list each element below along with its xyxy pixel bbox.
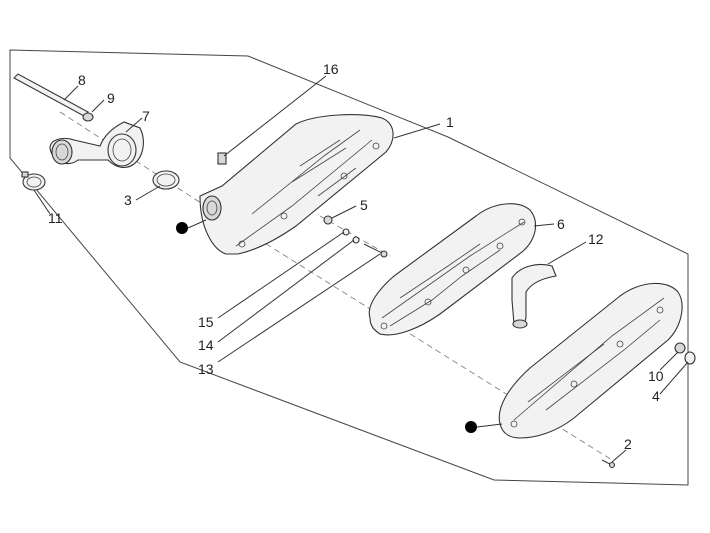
callout-8: 8 xyxy=(78,72,86,88)
housing-fasteners xyxy=(323,215,360,244)
cover-screw xyxy=(601,459,616,469)
marker-leader-cover xyxy=(476,423,503,428)
duct-clamp xyxy=(152,170,180,190)
drain-cap xyxy=(684,351,696,365)
callout-1: 1 xyxy=(446,114,454,130)
leader-4 xyxy=(659,361,689,395)
callout-3: 3 xyxy=(124,192,132,208)
leader-15 xyxy=(217,231,345,319)
assembly-axis-intake xyxy=(59,111,216,213)
leader-1 xyxy=(393,123,441,139)
callout-4: 4 xyxy=(652,388,660,404)
air-box-cover xyxy=(498,282,683,439)
leader-16 xyxy=(223,75,327,157)
intake-elbow-duct xyxy=(49,121,144,169)
callout-2: 2 xyxy=(624,436,632,452)
leader-7 xyxy=(125,117,143,133)
hose-clamp-small xyxy=(82,112,94,122)
callout-13: 13 xyxy=(198,361,214,377)
callout-15: 15 xyxy=(198,314,214,330)
callout-7: 7 xyxy=(142,108,150,124)
callout-16: 16 xyxy=(323,61,339,77)
leader-14 xyxy=(217,239,355,343)
callout-6: 6 xyxy=(557,216,565,232)
marker-leader-housing xyxy=(187,219,207,229)
leader-2 xyxy=(611,449,627,463)
leader-12 xyxy=(547,241,587,265)
leader-9 xyxy=(91,99,105,113)
assembly-frame xyxy=(9,49,689,486)
reference-marker-cover xyxy=(465,421,477,433)
drain-tube xyxy=(511,263,557,329)
long-screw xyxy=(363,243,388,258)
callout-12: 12 xyxy=(588,231,604,247)
callout-9: 9 xyxy=(107,90,115,106)
leader-10 xyxy=(659,351,679,371)
breather-hose xyxy=(13,73,89,117)
leader-6 xyxy=(533,223,555,227)
air-filter-element xyxy=(368,203,537,336)
leader-11 xyxy=(33,189,51,215)
leader-3 xyxy=(135,185,161,201)
callout-14: 14 xyxy=(198,337,214,353)
hose-clamp-large xyxy=(21,171,46,191)
callout-10: 10 xyxy=(648,368,664,384)
leader-13 xyxy=(217,253,381,363)
leader-8 xyxy=(63,85,79,101)
callout-11: 11 xyxy=(48,210,63,226)
leader-5 xyxy=(331,205,357,219)
reference-marker-housing xyxy=(176,222,188,234)
air-box-housing xyxy=(199,114,394,255)
callout-5: 5 xyxy=(360,197,368,213)
retaining-clip xyxy=(217,152,227,165)
drain-plug xyxy=(674,342,686,354)
